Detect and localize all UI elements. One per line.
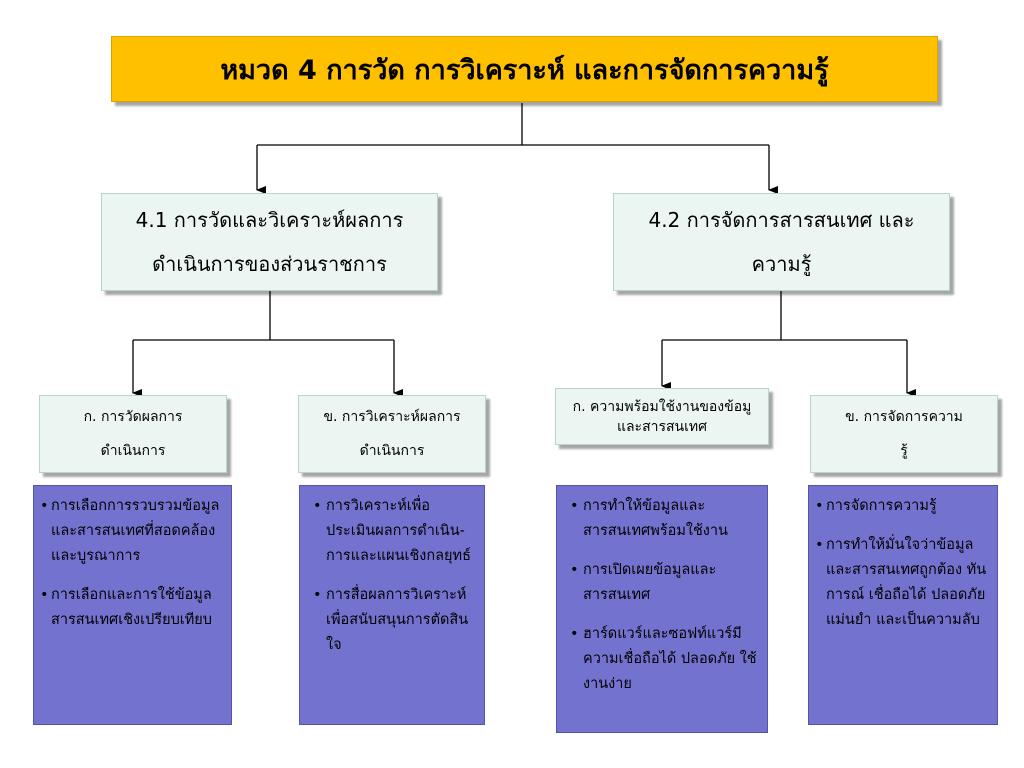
list-item: ฮาร์ดแวร์และซอฟท์แวร์มีความเชื่อถือได้ ป… xyxy=(563,622,757,697)
list-item: การจัดการความรู้ xyxy=(815,494,987,519)
subsection-4-2-b-label: ข. การจัดการความรู้ xyxy=(845,409,963,459)
list-item: การเปิดเผยข้อมูลและสารสนเทศ xyxy=(563,558,757,608)
section-4-2-box: 4.2 การจัดการสารสนเทศ และความรู้ xyxy=(613,193,950,291)
list-item: การทำให้ข้อมูลและสารสนเทศพร้อมใช้งาน xyxy=(563,494,757,544)
list-item: การเลือกการรวบรวมข้อมูลและสารสนเทศที่สอด… xyxy=(40,494,221,569)
subsection-4-1-a-box: ก. การวัดผลการดำเนินการ xyxy=(39,395,227,473)
subsection-4-2-a-label: ก. ความพร้อมใช้งานของข้อมู และสารสนเทศ xyxy=(572,398,752,435)
list-4-1-a: การเลือกการรวบรวมข้อมูลและสารสนเทศที่สอด… xyxy=(33,485,232,725)
subsection-4-1-b-label: ข. การวิเคราะห์ผลการดำเนินการ xyxy=(323,409,461,459)
page-title: หมวด 4 การวัด การวิเคราะห์ และการจัดการค… xyxy=(220,54,829,86)
list-4-2-b: การจัดการความรู้ การทำให้มั่นใจว่าข้อมูล… xyxy=(808,485,998,725)
list-item: การเลือกและการใช้ข้อมูลสารสนเทศเชิงเปรีย… xyxy=(40,583,221,633)
list-4-1-b: การวิเคราะห์เพื่อประเมินผลการดำเนิน-การแ… xyxy=(299,485,485,725)
list-item: การทำให้มั่นใจว่าข้อมูลและสารสนเทศถูกต้อ… xyxy=(815,533,987,633)
section-4-1-box: 4.1 การวัดและวิเคราะห์ผลการดำเนินการของส… xyxy=(101,193,438,291)
page-title-box: หมวด 4 การวัด การวิเคราะห์ และการจัดการค… xyxy=(111,36,938,102)
subsection-4-1-a-label: ก. การวัดผลการดำเนินการ xyxy=(83,409,183,459)
section-4-2-label: 4.2 การจัดการสารสนเทศ และความรู้ xyxy=(648,208,915,276)
subsection-4-2-a-box: ก. ความพร้อมใช้งานของข้อมู และสารสนเทศ xyxy=(555,388,769,445)
subsection-4-2-b-box: ข. การจัดการความรู้ xyxy=(810,395,998,473)
list-4-2-a: การทำให้ข้อมูลและสารสนเทศพร้อมใช้งาน การ… xyxy=(556,485,768,733)
list-item: การวิเคราะห์เพื่อประเมินผลการดำเนิน-การแ… xyxy=(306,494,474,569)
subsection-4-1-b-box: ข. การวิเคราะห์ผลการดำเนินการ xyxy=(298,395,486,473)
section-4-1-label: 4.1 การวัดและวิเคราะห์ผลการดำเนินการของส… xyxy=(135,208,404,276)
list-item: การสื่อผลการวิเคราะห์เพื่อสนับสนุนการตัด… xyxy=(306,583,474,658)
